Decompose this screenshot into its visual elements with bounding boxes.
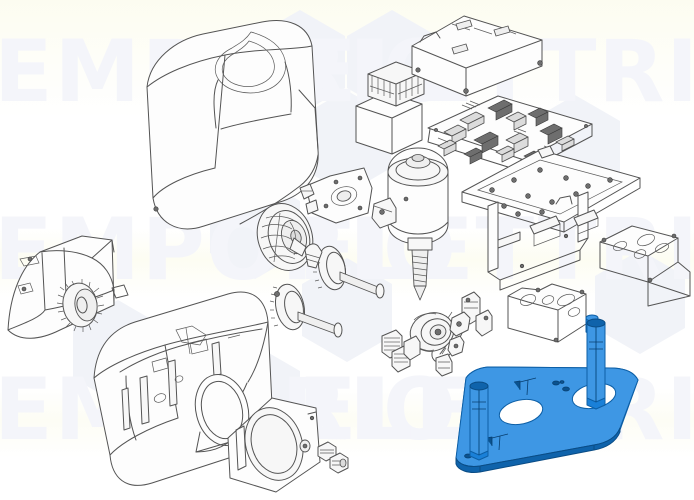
- part-side-shroud: [7, 235, 129, 339]
- part-clutch-disc: [409, 311, 471, 357]
- part-control-board: [427, 95, 593, 173]
- part-outer-cover: [146, 20, 319, 230]
- part-lower-housing: [93, 291, 273, 486]
- part-pinion-gear: [56, 279, 105, 332]
- part-board-cover: [411, 15, 543, 97]
- part-lock-barrel: [317, 441, 349, 474]
- part-transformer: [355, 61, 425, 155]
- part-spring-set: [381, 329, 421, 373]
- anchor-stud-left: [469, 381, 489, 461]
- part-base-plate-highlighted: [455, 318, 639, 473]
- part-worm-shaft: [289, 237, 385, 299]
- part-limit-bracket: [299, 167, 373, 224]
- anchor-stud-right: [586, 318, 606, 410]
- part-access-door: [227, 397, 321, 493]
- part-encoder-wheel: [269, 283, 343, 338]
- part-motor: [371, 147, 449, 301]
- part-board-tray: [461, 145, 641, 291]
- part-clamp-block-upper: [599, 225, 691, 307]
- part-clamp-block-lower: [507, 283, 587, 343]
